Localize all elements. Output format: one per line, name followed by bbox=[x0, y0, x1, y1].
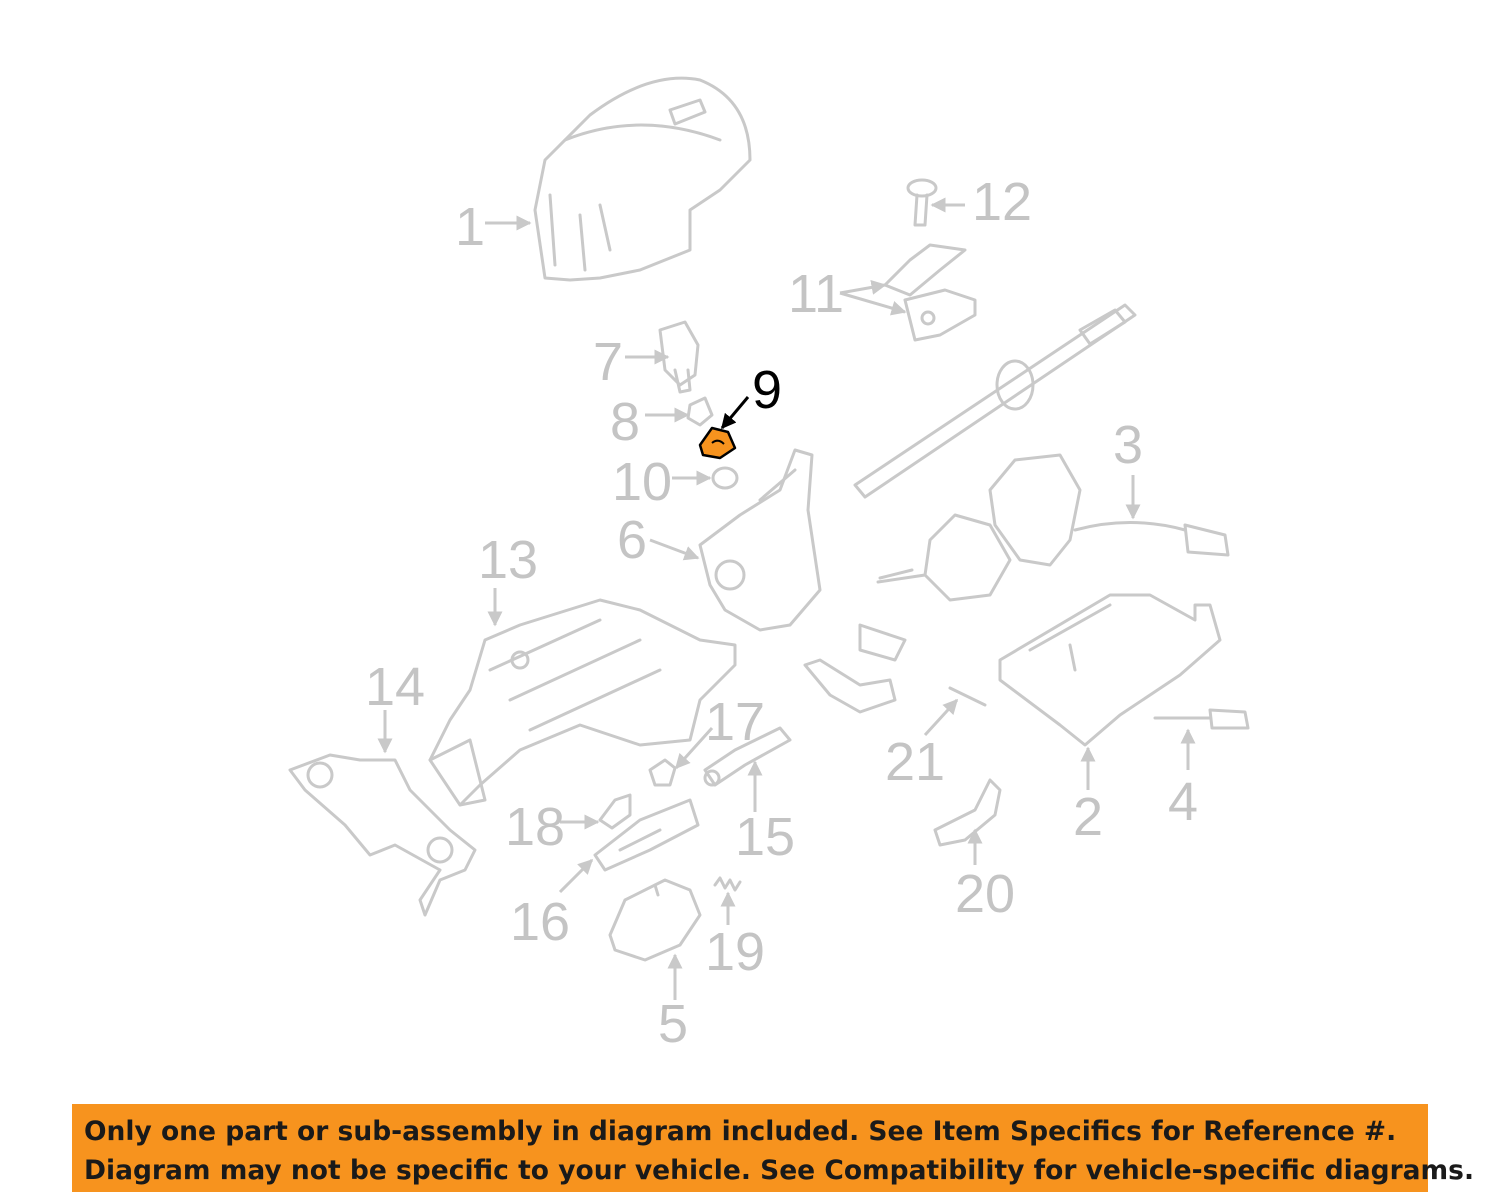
part-6-lock-housing bbox=[698, 448, 822, 632]
callout-8: 8 bbox=[610, 392, 640, 452]
part-18-pad bbox=[598, 793, 632, 830]
callout-9: 9 bbox=[752, 360, 782, 420]
callout-13: 13 bbox=[478, 530, 538, 590]
callout-4: 4 bbox=[1168, 772, 1198, 832]
callout-17: 17 bbox=[705, 692, 765, 752]
callout-10: 10 bbox=[612, 452, 672, 512]
callout-20: 20 bbox=[955, 864, 1015, 924]
part-8-clip bbox=[686, 396, 714, 427]
part-7-lock-cylinder bbox=[658, 320, 700, 394]
part-21-pin bbox=[948, 686, 987, 707]
callout-3: 3 bbox=[1113, 415, 1143, 475]
callout-6: 6 bbox=[617, 510, 647, 570]
part-9-highlighted bbox=[698, 426, 737, 460]
callout-7: 7 bbox=[593, 332, 623, 392]
steering-column-diagram: 1 2 3 4 5 6 7 8 9 10 11 12 13 14 15 16 1… bbox=[288, 76, 1250, 1054]
disclaimer-line-1: Only one part or sub-assembly in diagram… bbox=[84, 1116, 1397, 1147]
part-19-spring bbox=[713, 876, 742, 892]
callout-1: 1 bbox=[455, 197, 485, 257]
part-14-yoke bbox=[288, 753, 477, 917]
callout-labels: 1 2 3 4 5 6 7 8 9 10 11 12 13 14 15 16 1… bbox=[365, 172, 1198, 1054]
callout-21: 21 bbox=[885, 732, 945, 792]
part-2-lower-shroud bbox=[998, 593, 1222, 747]
disclaimer-line-2: Diagram may not be specific to your vehi… bbox=[84, 1155, 1475, 1186]
part-20-lever bbox=[933, 778, 1002, 847]
part-4-knob bbox=[1153, 708, 1250, 730]
disclaimer-banner: Only one part or sub-assembly in diagram… bbox=[72, 1104, 1475, 1192]
part-13-column-housing bbox=[428, 598, 737, 807]
part-17-clip bbox=[648, 758, 677, 787]
part-1-upper-shroud bbox=[533, 76, 752, 282]
part-12-bolt bbox=[906, 178, 938, 227]
callout-15: 15 bbox=[735, 807, 795, 867]
callout-18: 18 bbox=[505, 797, 565, 857]
callout-14: 14 bbox=[365, 657, 425, 717]
callout-16: 16 bbox=[510, 892, 570, 952]
callout-2: 2 bbox=[1073, 787, 1103, 847]
leader-lines bbox=[377, 197, 1196, 1000]
callout-5: 5 bbox=[658, 994, 688, 1054]
callout-19: 19 bbox=[705, 922, 765, 982]
part-3-combination-switch bbox=[876, 453, 1230, 602]
part-5-bracket bbox=[608, 878, 702, 962]
tilt-lever bbox=[803, 623, 907, 714]
callout-12: 12 bbox=[972, 172, 1032, 232]
part-11-bracket bbox=[883, 243, 977, 342]
part-16-guide bbox=[593, 798, 700, 872]
part-15-lever bbox=[703, 726, 792, 787]
part-10-nut bbox=[711, 466, 739, 490]
callout-11: 11 bbox=[788, 264, 844, 324]
steering-shaft bbox=[853, 303, 1137, 499]
